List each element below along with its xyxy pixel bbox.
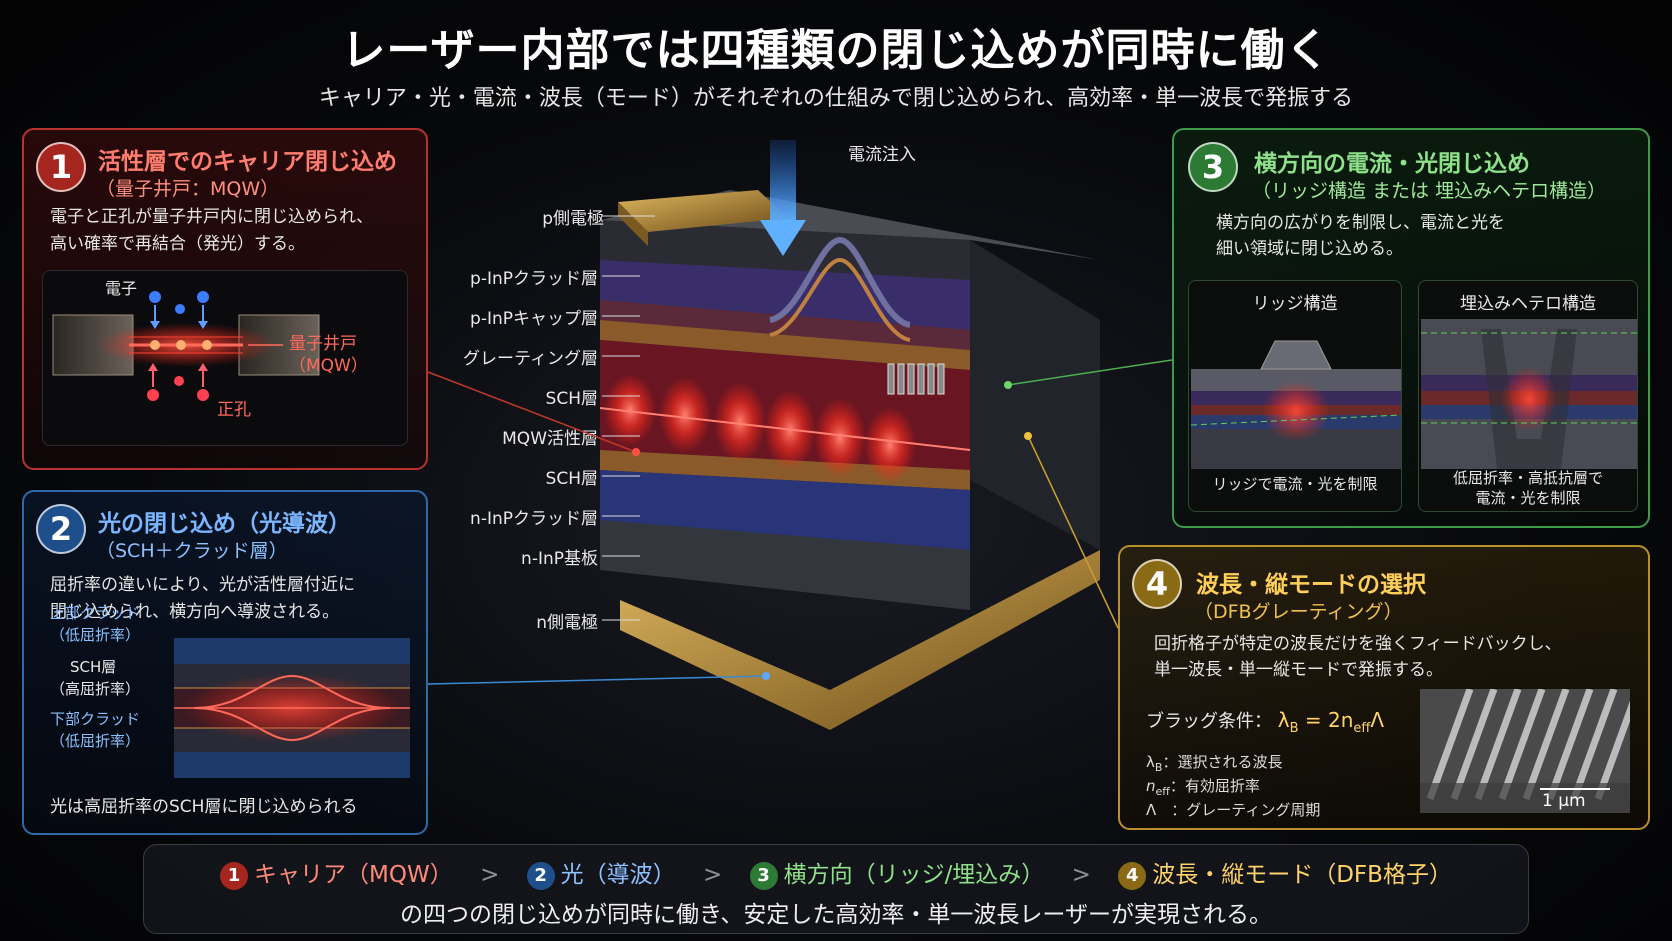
buried-hetero-caption-line2: 電流・光を制限	[1475, 489, 1581, 507]
waveguide-svg	[174, 638, 410, 778]
layer-label-7: n-InPクラッド層	[470, 509, 598, 529]
panel4-text-line2: 単一波長・単一縦モードで発振する。	[1154, 660, 1443, 680]
current-injection-label: 電流注入	[848, 145, 916, 165]
summary-chip-2: 2	[526, 861, 555, 890]
number-badge-3: 3	[1188, 142, 1238, 192]
panel1-text-line2: 高い確率で再結合（発光）する。	[50, 234, 305, 254]
panel2-caption: 光は高屈折率のSCH層に閉じ込められる	[50, 797, 358, 817]
quantum-well-label: 量子井戸	[289, 334, 357, 354]
panel4-title: 波長・縦モードの選択	[1196, 572, 1426, 598]
bragg-label: ブラッグ条件：	[1146, 711, 1272, 732]
bragg-equation: λB = 2neffΛ	[1277, 708, 1385, 736]
layer-label-9: n側電極	[536, 613, 598, 633]
ridge-title: リッジ構造	[1252, 294, 1338, 314]
buried-hetero-title: 埋込みヘテロ構造	[1460, 294, 1596, 314]
summary-separator: >	[702, 862, 723, 888]
layer-label-1: p-InPクラッド層	[470, 269, 598, 289]
buried-hetero-svg	[1421, 319, 1637, 469]
number-badge-4: 4	[1132, 559, 1182, 609]
sch-index-label: （高屈折率）	[50, 680, 141, 698]
panel4-subtitle: （DFBグレーティング）	[1194, 601, 1403, 623]
panel-lateral-confinement: 3 横方向の電流・光閉じ込め （リッジ構造 または 埋込みヘテロ構造） 横方向の…	[1172, 128, 1650, 528]
number-badge-2: 2	[36, 504, 86, 554]
sch-layer-label: SCH層	[70, 658, 117, 676]
panel3-text-line2: 細い領域に閉じ込める。	[1216, 239, 1403, 259]
panel1-title: 活性層でのキャリア閉じ込め	[98, 149, 397, 175]
laser-chip-svg	[599, 140, 1100, 730]
electron-label: 電子	[105, 279, 138, 298]
summary-separator: >	[480, 862, 500, 888]
summary-separator: >	[1071, 862, 1091, 888]
definition-lambda: λB：選択される波長	[1146, 753, 1283, 774]
page-title: レーザー内部では四種類の閉じ込めが同時に働く	[341, 25, 1331, 76]
summary-item-4: 波長・縦モード（DFB格子）	[1152, 862, 1452, 888]
lower-clad-label: 下部クラッド	[50, 710, 141, 728]
summary-line2: の四つの閉じ込めが同時に働き、安定した高効率・単一波長レーザーが実現される。	[400, 902, 1272, 928]
layer-label-3: グレーティング層	[463, 349, 598, 369]
scale-bar-label: 1 µm	[1542, 791, 1586, 811]
layer-label-2: p-InPキャップ層	[470, 309, 598, 329]
bragg-condition: ブラッグ条件： λB = 2neffΛ	[1146, 707, 1384, 736]
panel-carrier-confinement: 1 活性層でのキャリア閉じ込め （量子井戸：MQW） 電子と正孔が量子井戸内に閉…	[22, 128, 428, 470]
buried-hetero-caption-line1: 低屈折率・高抵抗層で	[1452, 469, 1603, 487]
panel4-text-line1: 回折格子が特定の波長だけを強くフィードバックし、	[1154, 634, 1562, 654]
layer-label-6: SCH層	[545, 469, 598, 489]
ridge-svg	[1191, 340, 1401, 469]
panel2-text-line2: 閉じ込められ、横方向へ導波される。	[50, 602, 340, 622]
summary-item-1: キャリア（MQW）	[254, 862, 453, 888]
ridge-structure-card: リッジ構造 リッジで電流・光を制限	[1188, 280, 1402, 512]
panel3-title: 横方向の電流・光閉じ込め	[1254, 151, 1530, 177]
lower-clad-index-label: （低屈折率）	[50, 732, 141, 750]
panel-optical-confinement: 2 光の閉じ込め（光導波） （SCH＋クラッド層） 屈折率の違いにより、光が活性…	[22, 490, 428, 835]
layer-label-0: p側電極	[542, 209, 604, 229]
panel1-subtitle: （量子井戸：MQW）	[96, 178, 280, 200]
laser-cross-section-diagram: 電流注入 p側電極 p-InPクラッド層 p-InPキャップ層 グレーティング層…	[440, 140, 1100, 800]
summary-chip-4: 4	[1118, 861, 1147, 890]
layer-label-4: SCH層	[545, 389, 598, 409]
panel2-subtitle: （SCH＋クラッド層）	[96, 540, 288, 562]
summary-item-2: 光（導波）	[560, 862, 676, 888]
summary-chip-3: 3	[749, 861, 778, 890]
page-subtitle: キャリア・光・電流・波長（モード）がそれぞれの仕組みで閉じ込められ、高効率・単一…	[318, 86, 1354, 111]
buried-hetero-card: 埋込みヘテロ構造 低屈折率・高抵抗層で 電流・光を制限	[1418, 280, 1638, 512]
upper-clad-index-label: （低屈折率）	[50, 626, 141, 644]
definition-neff: neff：有効屈折率	[1146, 777, 1260, 798]
panel3-text-line1: 横方向の広がりを制限し、電流と光を	[1216, 213, 1505, 233]
mqw-label: （MQW）	[289, 356, 368, 376]
panel1-text-line1: 電子と正孔が量子井戸内に閉じ込められ、	[50, 207, 374, 227]
panel2-text-line1: 屈折率の違いにより、光が活性層付近に	[50, 575, 355, 595]
number-badge-1: 1	[36, 142, 86, 192]
summary-chip-1: 1	[220, 861, 249, 890]
layer-label-8: n-InP基板	[521, 549, 598, 569]
quantum-well-illustration: 電子 量子井戸 （MQW） 正孔	[42, 270, 408, 446]
grating-sem-image	[1420, 689, 1630, 813]
layer-label-5: MQW活性層	[502, 429, 598, 449]
definition-period: Λ ：グレーティング周期	[1146, 801, 1321, 819]
summary-item-3: 横方向（リッジ/埋込み）	[783, 862, 1045, 888]
hole-label: 正孔	[217, 400, 251, 420]
panel-wavelength-selection: 4 波長・縦モードの選択 （DFBグレーティング） 回折格子が特定の波長だけを強…	[1118, 545, 1650, 830]
panel3-subtitle: （リッジ構造 または 埋込みヘテロ構造）	[1252, 180, 1607, 202]
upper-clad-label: 上部クラッド	[50, 604, 141, 622]
ridge-caption: リッジで電流・光を制限	[1212, 475, 1378, 493]
quantum-well-svg	[52, 291, 320, 401]
panel2-title: 光の閉じ込め（光導波）	[98, 511, 351, 537]
